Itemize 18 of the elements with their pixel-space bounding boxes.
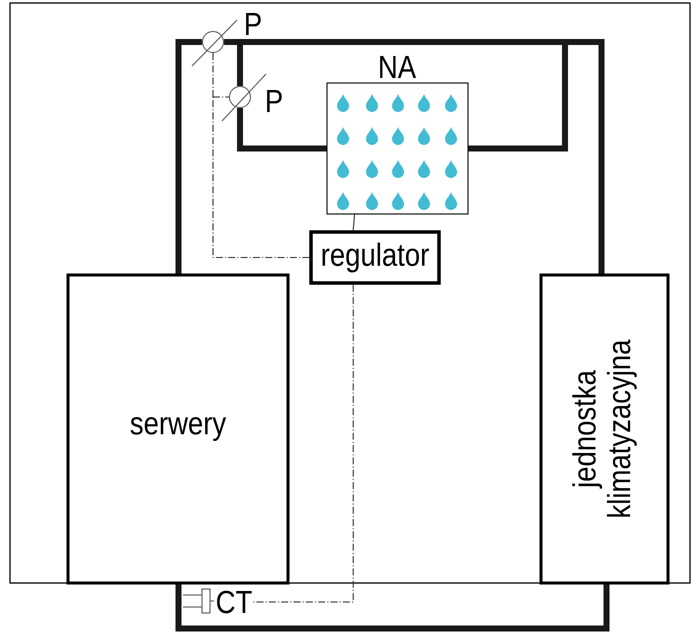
box-heading: NA xyxy=(380,56,416,78)
sensor-label: CT xyxy=(217,590,252,614)
pipe-line xyxy=(176,39,202,274)
valve-label: P xyxy=(246,13,261,35)
regulator-box: regulator xyxy=(309,230,441,285)
pipe-line xyxy=(237,108,326,152)
signal-line xyxy=(252,284,354,603)
signal-line xyxy=(212,53,214,97)
signal-line xyxy=(212,97,310,258)
pipe-line xyxy=(240,39,565,45)
air-conditioner-box: jednostka klimatyzacyjna xyxy=(540,274,670,584)
connector-line xyxy=(352,214,356,230)
pipe-line xyxy=(176,584,610,632)
server-box: serwery xyxy=(66,274,290,584)
pipe-line xyxy=(468,42,568,152)
signal-line xyxy=(213,96,229,98)
valve-label: P xyxy=(267,90,282,112)
pipe-line xyxy=(565,39,604,274)
